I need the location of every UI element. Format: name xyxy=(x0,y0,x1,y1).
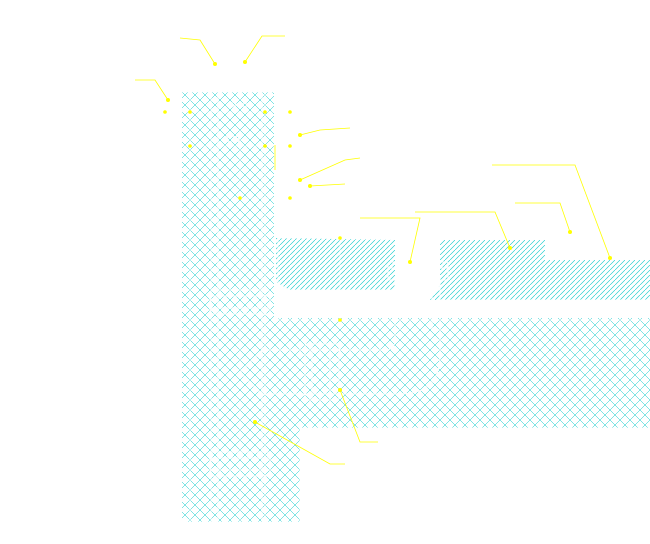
label-mid-1: ????€ ??? xyxy=(375,149,408,156)
label-bottom-2: ????? ??? xyxy=(352,469,385,476)
floor-slab xyxy=(270,318,650,522)
label-far-right-3: ????? ???? ???? xyxy=(570,134,625,141)
leader-lines xyxy=(135,35,611,465)
wall-insulation xyxy=(182,92,274,522)
label-top-right: ?????? ????? ?? ???? xyxy=(288,31,361,38)
pipe-socket-middle xyxy=(209,289,271,315)
annotations: ???€? ?????? ????€ ??????? ????? ?????? … xyxy=(97,31,650,476)
label-far-right-4: ????? ?€ ?°? 3 ? xyxy=(575,141,633,148)
label-slab-1: ???? ????? ?????€ xyxy=(492,159,554,166)
dimension-values: 50 200 520 175 25 350 285 10 xyxy=(172,65,344,232)
label-bottom-1: ??? ?? ???? xyxy=(348,461,388,468)
label-pipe-slope: ????? 2% ???? xyxy=(385,439,432,446)
screed-layer xyxy=(276,238,650,300)
pipe-socket-bottom xyxy=(209,451,271,477)
vertical-pipe xyxy=(217,40,263,522)
label-mid-3: ??? xyxy=(362,179,373,186)
dim-25: 25 xyxy=(278,135,288,144)
label-top-left-1: ???€? ?????? ????€ xyxy=(100,31,165,38)
label-floor-2: ?????? ???? ???? xyxy=(425,212,483,219)
label-right-insul-2: ?????????? ???? ??? xyxy=(350,128,419,135)
label-slab-3: 05 ???? ????? ?€? xyxy=(492,175,554,182)
branch-pipe xyxy=(239,280,441,401)
dimension-lines xyxy=(160,67,380,320)
floor-drain xyxy=(387,261,449,330)
label-far-right-2: ????? ?€ ?°? 3 ? xyxy=(578,127,636,134)
label-far-right-8: ??? ?€? xyxy=(614,202,640,209)
dim-520: 520 xyxy=(292,101,307,110)
label-slab-2: ????? ????? ????? xyxy=(492,167,554,174)
dim-175: 175 xyxy=(225,135,240,144)
leader-arrows xyxy=(166,60,612,424)
dim-285: 285 xyxy=(335,217,344,232)
label-floor-1: ????? ???? xyxy=(355,212,392,219)
label-top-left-2: ??????? ????? xyxy=(112,40,159,47)
label-right-insul-1: ?????????? ???? ??? xyxy=(350,121,419,128)
label-far-right-7: ???? ????? ???? xyxy=(595,195,650,202)
label-far-right-1: ???? ????? ????? xyxy=(573,119,631,126)
dim-200: 200 xyxy=(232,101,247,110)
dim-50: 50 xyxy=(172,101,182,110)
label-far-right-5: ????? ??? ??? ???? xyxy=(566,148,631,155)
label-far-right-9: ????€ ??? xyxy=(612,209,645,216)
dim-10: 10 xyxy=(329,65,338,75)
label-left-upper: ??? ????? xyxy=(97,75,130,82)
pipe-socket-top xyxy=(209,61,271,85)
label-slope: 1.5% ???? xyxy=(515,197,548,204)
dimension-ticks xyxy=(163,110,342,322)
dim-350: 350 xyxy=(320,189,335,198)
label-far-right-6: ???? ?°? 4 ?? xyxy=(595,179,642,186)
label-mid-2: 05 ???? ????? ?€? xyxy=(372,157,434,164)
